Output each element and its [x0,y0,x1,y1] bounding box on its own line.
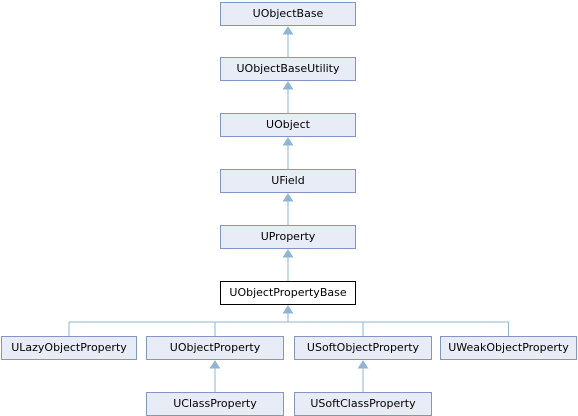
inheritance-arrow-uobjectproperty [209,360,221,369]
node-uobjectproperty[interactable]: UObjectProperty [146,336,284,360]
inheritance-edge-to-uobjectpropertybase [68,313,509,336]
inheritance-arrow-usoftobjectproperty [357,360,369,369]
node-uproperty[interactable]: UProperty [220,225,356,249]
node-ulazyobjectproperty[interactable]: ULazyObjectProperty [1,336,137,360]
node-uobjectbase[interactable]: UObjectBase [220,2,356,26]
inheritance-arrow-uobjectbase [282,26,294,35]
node-uclassproperty[interactable]: UClassProperty [146,392,284,416]
inheritance-arrow-ufield [282,193,294,202]
inheritance-arrow-uproperty [282,249,294,258]
node-uobjectpropertybase-current: UObjectPropertyBase [220,281,356,305]
node-usoftobjectproperty[interactable]: USoftObjectProperty [294,336,432,360]
inheritance-arrow-uobjectpropertybase [282,305,294,314]
node-ufield[interactable]: UField [220,169,356,193]
node-usoftclassproperty[interactable]: USoftClassProperty [294,392,432,416]
node-uobject[interactable]: UObject [220,113,356,137]
inheritance-arrow-uobjectbaseutility [282,81,294,90]
node-uweakobjectproperty[interactable]: UWeakObjectProperty [440,336,577,360]
node-uobjectbaseutility[interactable]: UObjectBaseUtility [220,57,356,81]
inheritance-arrow-uobject [282,137,294,146]
